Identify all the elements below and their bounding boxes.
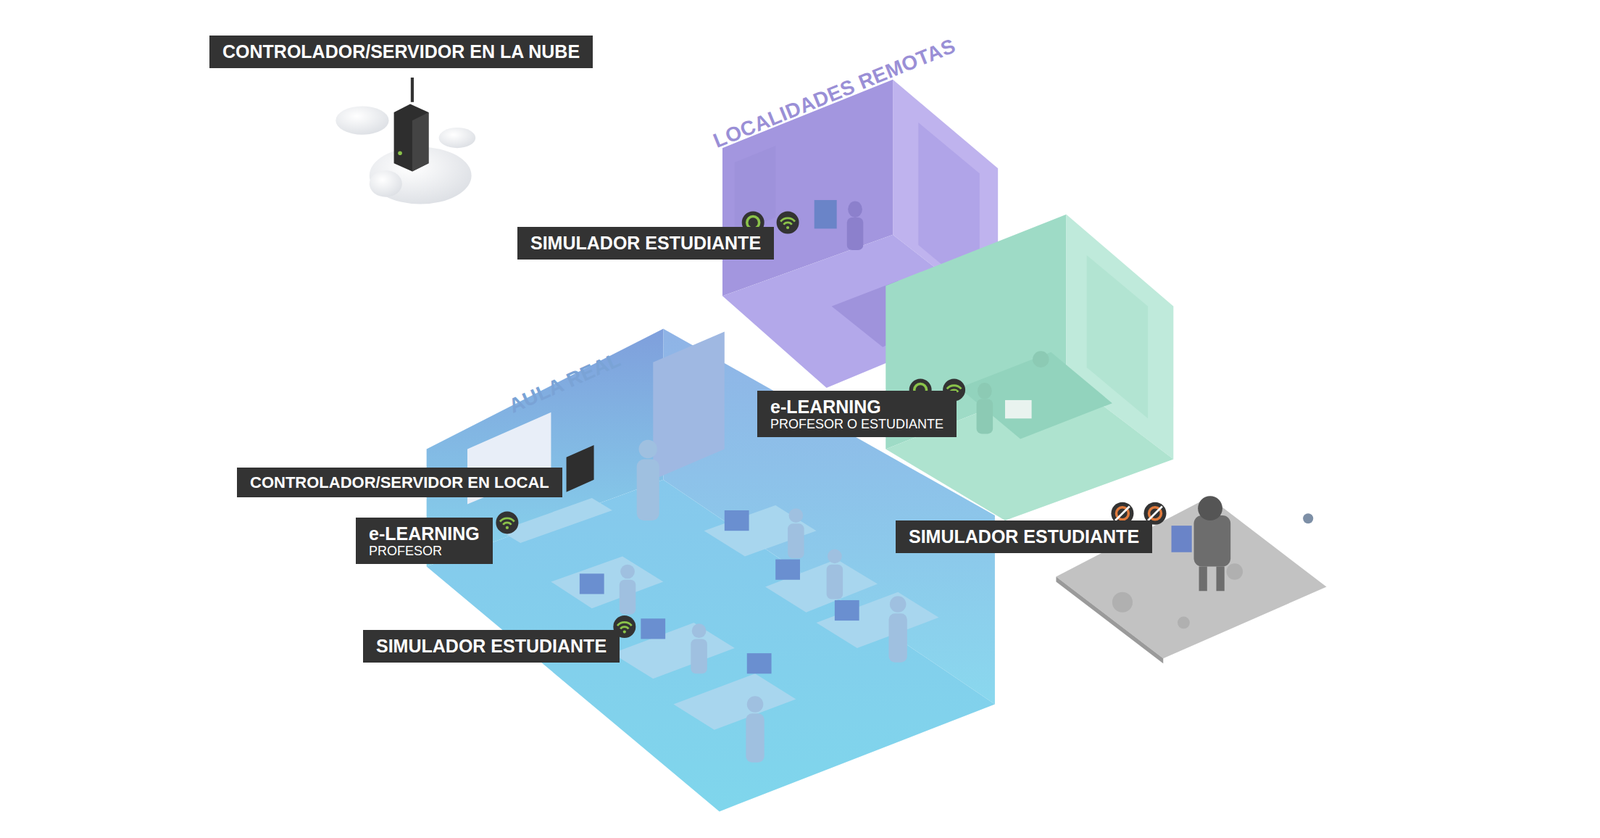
illustration-shape bbox=[888, 613, 907, 663]
illustration-shape bbox=[636, 459, 660, 521]
illustration-shape bbox=[394, 104, 429, 172]
label-text: SIMULADOR ESTUDIANTE bbox=[908, 526, 1140, 548]
illustration-shape bbox=[1177, 615, 1190, 629]
illustration-shape bbox=[690, 638, 708, 674]
label-box: SIMULADOR ESTUDIANTE bbox=[517, 226, 774, 260]
illustration-shape bbox=[620, 564, 635, 579]
illustration-shape bbox=[1302, 513, 1314, 524]
label-box: e-LEARNINGPROFESOR bbox=[355, 517, 493, 564]
label-box: CONTROLADOR/SERVIDOR EN LA NUBE bbox=[209, 35, 593, 69]
illustration-shape bbox=[439, 127, 477, 148]
label-box: SIMULADOR ESTUDIANTE bbox=[895, 520, 1153, 553]
illustration-shape bbox=[834, 600, 860, 621]
illustration-shape bbox=[500, 497, 939, 730]
illustration-shape bbox=[500, 518, 515, 525]
illustration-shape bbox=[1197, 495, 1223, 521]
illustration-shape bbox=[847, 200, 863, 218]
illustration-shape bbox=[652, 331, 725, 480]
illustration-shape bbox=[692, 623, 707, 638]
illustration-shape bbox=[1115, 505, 1130, 521]
illustration-shape bbox=[775, 559, 800, 580]
illustration-shape bbox=[1226, 563, 1244, 580]
illustration-shape bbox=[639, 439, 658, 458]
illustration-shape bbox=[623, 629, 627, 633]
illustration-shape bbox=[495, 510, 519, 534]
illustration-shape bbox=[579, 510, 860, 674]
illustration-shape bbox=[1005, 400, 1032, 419]
illustration-shape bbox=[1055, 576, 1164, 664]
illustration-shape bbox=[826, 564, 844, 600]
illustration-shape bbox=[369, 170, 403, 198]
illustration-shape bbox=[410, 77, 414, 103]
illustration-shape bbox=[1215, 565, 1224, 591]
illustration-shape bbox=[724, 510, 750, 531]
illustration-shape bbox=[640, 618, 666, 639]
illustration-shape bbox=[397, 150, 403, 156]
label-text: SIMULADOR ESTUDIANTE bbox=[376, 635, 607, 657]
illustration-shape bbox=[776, 210, 800, 234]
label-text: CONTROLADOR/SERVIDOR EN LA NUBE bbox=[222, 41, 580, 63]
illustration-shape bbox=[1147, 505, 1163, 521]
illustration-shape bbox=[412, 112, 429, 172]
illustration-shape bbox=[814, 200, 837, 229]
classroom bbox=[426, 328, 995, 811]
label-box: CONTROLADOR/SERVIDOR EN LOCAL bbox=[236, 467, 563, 498]
illustration-shape bbox=[780, 218, 795, 225]
label-text: CONTROLADOR/SERVIDOR EN LOCAL bbox=[250, 473, 550, 492]
illustration-shape bbox=[786, 226, 790, 229]
illustration-shape bbox=[335, 105, 389, 135]
label-text: e-LEARNING bbox=[368, 523, 480, 545]
illustration-shape bbox=[1199, 565, 1208, 591]
illustration-shape bbox=[747, 652, 772, 674]
status-icons bbox=[495, 210, 1166, 638]
illustration-shape bbox=[1032, 350, 1050, 368]
label-subtitle: PROFESOR O ESTUDIANTE bbox=[770, 417, 944, 432]
illustration-shape bbox=[847, 217, 864, 250]
label-subtitle: PROFESOR bbox=[368, 544, 480, 558]
illustration-shape bbox=[816, 592, 940, 648]
illustration-shape bbox=[734, 145, 776, 234]
illustration-shape bbox=[976, 399, 994, 435]
server bbox=[394, 104, 429, 172]
illustration-shape bbox=[745, 713, 764, 763]
illustration-shape bbox=[550, 555, 664, 608]
illustration-shape bbox=[889, 595, 907, 613]
illustration-shape bbox=[977, 382, 993, 400]
illustration-shape bbox=[1112, 592, 1133, 613]
illustration-shape bbox=[1171, 525, 1193, 553]
label-box: e-LEARNINGPROFESOR O ESTUDIANTE bbox=[757, 390, 957, 437]
illustration-shape bbox=[619, 579, 637, 615]
label-box: SIMULADOR ESTUDIANTE bbox=[363, 629, 620, 663]
illustration-shape bbox=[566, 444, 595, 493]
illustration-shape bbox=[673, 673, 796, 729]
illustration-shape bbox=[789, 507, 804, 523]
illustration-shape bbox=[787, 523, 805, 558]
illustration-shape bbox=[765, 559, 878, 613]
illustration-shape bbox=[617, 621, 632, 629]
label-text: e-LEARNING bbox=[770, 396, 944, 418]
illustration-shape bbox=[827, 549, 843, 564]
illustration-shape bbox=[619, 439, 908, 763]
illustration-shape bbox=[747, 695, 764, 713]
illustration-shape bbox=[505, 526, 509, 529]
label-text: SIMULADOR ESTUDIANTE bbox=[530, 232, 761, 254]
illustration-shape bbox=[579, 573, 605, 594]
illustration-shape bbox=[1194, 515, 1232, 566]
green-room bbox=[885, 214, 1174, 521]
